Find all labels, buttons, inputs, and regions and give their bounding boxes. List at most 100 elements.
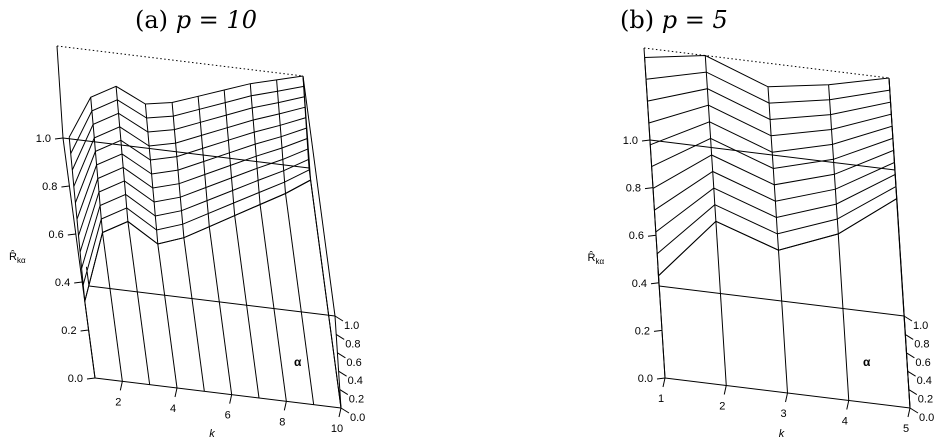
- panel-b-y-tick: [907, 370, 916, 377]
- panel-a-z-tick-label: 0.0: [68, 373, 83, 385]
- panel-b-surface-kline: [644, 57, 659, 276]
- panel-b-surface-aline: [658, 198, 898, 277]
- panel-b-surface-aline: [644, 54, 890, 88]
- panel-a-z-tick-label: 0.8: [42, 181, 57, 193]
- panel-a-z-tick-label: 0.2: [61, 325, 76, 337]
- panel-b-x-tick: [846, 400, 850, 410]
- panel-b-x-tick-label: 3: [780, 408, 786, 420]
- panel-a-z-tick-label: 1.0: [36, 133, 51, 145]
- panel-a-x-tick: [283, 401, 287, 411]
- panel-a-z-tick: [86, 377, 96, 380]
- panel-b-y-tick-label: 0.6: [915, 357, 930, 369]
- panel-b-x-tick: [723, 385, 727, 395]
- panel-a-surface-aline: [71, 96, 305, 171]
- panel-b-z-axis-label: R̂kα: [588, 250, 605, 266]
- panel-a-z-tick: [74, 281, 83, 284]
- panel-b-z-tick: [644, 187, 654, 190]
- panel-b-y-tick-label: 0.2: [918, 394, 933, 406]
- panel-a-y-tick: [339, 389, 349, 396]
- panel-b-x-tick-label: 4: [842, 416, 848, 428]
- panel-a-y-tick-label: 0.6: [346, 357, 361, 369]
- panel-a-wall-line: [101, 232, 123, 382]
- panel-b-z-tick-label: 0.4: [632, 278, 647, 290]
- panel-a-y-tick-label: 0.8: [345, 338, 360, 350]
- panel-a-x-tick-label: 2: [115, 396, 121, 408]
- panel-a-y-tick-label: 0.4: [348, 375, 363, 387]
- panel-b-wall-line: [778, 250, 788, 394]
- panel-b-z-tick-label: 0.6: [629, 230, 644, 242]
- panel-b-z-tick-label: 0.0: [638, 373, 653, 385]
- panel-a-y-tick-label: 1.0: [344, 320, 359, 332]
- panel-a-wall-line: [208, 226, 233, 395]
- panel-b-y-tick: [909, 407, 919, 414]
- panel-a-z-axis-label: R̂kα: [9, 249, 26, 265]
- panel-b-x-tick: [907, 407, 911, 418]
- panel-b-z-tick: [641, 139, 651, 142]
- panel-b-x-tick-label: 5: [903, 423, 909, 435]
- panel-a-x-tick: [338, 407, 342, 418]
- panel-a-x-tick: [119, 381, 123, 391]
- panel-a-x-tick: [229, 394, 233, 404]
- panel-b-surface-aline: [651, 137, 894, 170]
- panel-b-surface-aline: [656, 186, 897, 255]
- panel-b-surface-aline: [648, 104, 892, 137]
- panel-a-wall-line: [234, 215, 260, 399]
- panel-a-wall-line: [127, 221, 151, 385]
- panel-a-surface-aline: [84, 179, 311, 302]
- panel-a-box-edge: [334, 315, 342, 409]
- panel-a-y-tick-label: 0.0: [350, 412, 365, 424]
- panel-b-y-tick-label: 1.0: [913, 320, 928, 332]
- panel-a-surface-aline: [68, 75, 304, 138]
- panel-a-x-tick-label: 6: [225, 410, 231, 422]
- panel-a-z-tick: [67, 233, 76, 236]
- panel-a-wall-line: [157, 243, 178, 389]
- panel-b-y-axis-label: α: [863, 355, 871, 369]
- panel-a-y-axis-label: α: [294, 355, 302, 369]
- panel-b-box-edge: [643, 47, 890, 79]
- panel-a-z-tick: [54, 137, 64, 140]
- panel-b-caption: (b) p = 5: [620, 6, 728, 34]
- panel-a-x-axis-label: k: [209, 428, 215, 440]
- panel-b-y-tick-label: 0.0: [919, 412, 934, 424]
- panel-b-y-tick: [904, 333, 914, 340]
- panel-b-x-axis-label: k: [779, 428, 785, 440]
- panel-b-z-tick-label: 1.0: [623, 135, 638, 147]
- panel-b-x-tick-label: 2: [719, 401, 725, 413]
- panel-b-surface-aline: [652, 149, 894, 189]
- panel-b-z-tick: [653, 329, 663, 332]
- panel-a-y-tick-label: 0.2: [349, 394, 364, 406]
- panel-a-z-tick: [61, 185, 70, 188]
- panel-a-z-tick-label: 0.4: [55, 277, 70, 289]
- panel-a-equation: p = 10: [175, 6, 257, 34]
- panel-a-surface-aline: [79, 148, 309, 253]
- panel-a-wall-line: [259, 204, 287, 402]
- panel-b-wall-line: [896, 198, 911, 409]
- panel-a-z-tick-label: 0.6: [49, 229, 64, 241]
- panel-a-y-tick: [338, 370, 347, 377]
- panel-b-surface-aline: [645, 71, 890, 104]
- panel-a-wall-line: [183, 237, 205, 392]
- panel-a-box-edge: [56, 45, 64, 139]
- panel-a-wall-line: [84, 301, 96, 379]
- panel-a-box-edge: [302, 75, 336, 317]
- panel-a-box-edge: [56, 45, 304, 77]
- panel-a-y-tick: [337, 352, 346, 359]
- panel-a-box-edge: [94, 377, 342, 409]
- panel-a-surface-aline: [74, 117, 307, 203]
- panel-b-x-tick-label: 1: [658, 393, 664, 405]
- panel-a-x-tick: [174, 387, 178, 398]
- panel-b-z-tick-label: 0.8: [626, 183, 641, 195]
- panel-a-surface-aline: [76, 127, 307, 220]
- panel-a-wall-line: [285, 193, 315, 405]
- panel-a-surface-aline: [82, 169, 311, 285]
- panel-a-surface-aline: [78, 137, 308, 236]
- panel-b-x-tick: [662, 377, 666, 388]
- panel-b-equation: p = 5: [661, 6, 728, 34]
- panel-b-x-tick: [785, 392, 788, 403]
- panel-a-floor-edge: [88, 285, 336, 317]
- panel-b-surface-aline: [650, 121, 893, 153]
- panel-b-y-tick: [908, 389, 918, 396]
- panel-a-wall-line: [310, 179, 342, 409]
- panel-b-wall-line: [837, 233, 850, 401]
